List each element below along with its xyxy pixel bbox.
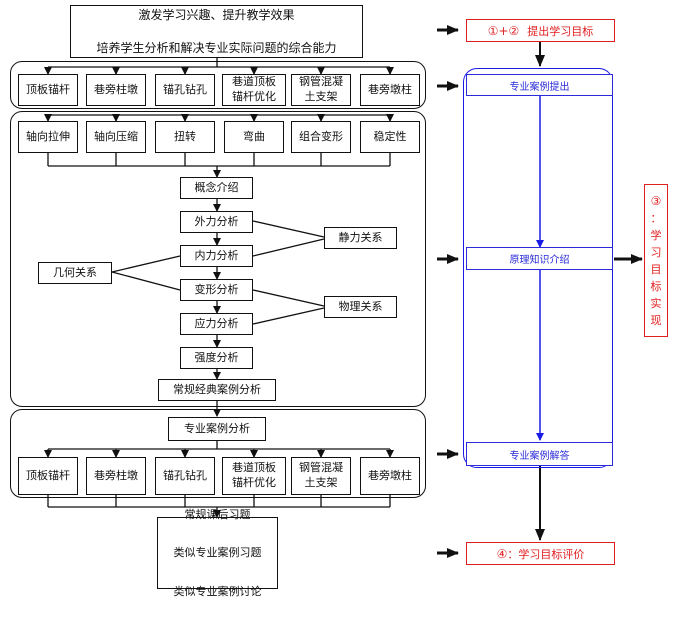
- intro-line-2: 培养学生分析和解决专业实际问题的综合能力: [96, 40, 337, 55]
- professional-group: [10, 409, 426, 498]
- homework-line-1: 常规课后习题: [184, 507, 251, 521]
- realize-char: 目: [650, 263, 662, 277]
- case-top-4: 巷道顶板 锚杆优化: [222, 74, 286, 106]
- learning-goal-box: ①+② 提出学习目标: [466, 19, 615, 42]
- realize-char: ：: [650, 212, 662, 226]
- theory-group: [10, 111, 426, 407]
- internal-force-box: 内力分析: [180, 245, 253, 267]
- case-top-6: 巷旁墩柱: [360, 74, 420, 106]
- step-case-raise: 专业案例提出: [466, 74, 613, 96]
- realize-char: 实: [650, 297, 662, 311]
- case-top-1: 顶板锚杆: [18, 74, 78, 106]
- intro-box: 激发学习兴趣、提升教学效果 培养学生分析和解决专业实际问题的综合能力: [70, 5, 363, 58]
- realize-char: 现: [650, 314, 662, 328]
- deformation-box: 变形分析: [180, 279, 253, 301]
- topic-2: 轴向压缩: [86, 121, 146, 153]
- stress-box: 应力分析: [180, 313, 253, 335]
- realize-char: 学: [650, 229, 662, 243]
- connector: [111, 255, 181, 273]
- physical-relation-box: 物理关系: [324, 296, 397, 318]
- realize-mark: ③: [650, 193, 662, 208]
- case-top-3: 锚孔钻孔: [155, 74, 215, 106]
- classic-case-box: 常规经典案例分析: [158, 379, 276, 401]
- connector: [252, 238, 325, 257]
- case-group-top: [10, 61, 426, 109]
- case-bottom-5: 钢管混凝 土支架: [291, 457, 351, 495]
- case-bottom-6: 巷旁墩柱: [360, 457, 420, 495]
- case-bottom-1: 顶板锚杆: [18, 457, 78, 495]
- topic-5: 组合变形: [291, 121, 351, 153]
- goal-evaluation-box: ④ ：学习目标评价: [466, 542, 615, 565]
- goal-marks: ①+②: [487, 23, 520, 38]
- step-case-solution: 专业案例解答: [466, 442, 613, 466]
- topic-4: 弯曲: [224, 121, 284, 153]
- topic-6: 稳定性: [360, 121, 420, 153]
- goal-text: 提出学习目标: [527, 24, 594, 38]
- eval-text: ：学习目标评价: [507, 547, 585, 561]
- connector: [252, 220, 325, 238]
- concept-box: 概念介绍: [180, 177, 253, 199]
- realize-char: 习: [650, 246, 662, 260]
- topic-1: 轴向拉伸: [18, 121, 78, 153]
- connector: [111, 271, 181, 291]
- external-force-box: 外力分析: [180, 211, 253, 233]
- eval-mark: ④: [496, 546, 508, 561]
- homework-line-3: 类似专业案例讨论: [173, 584, 262, 598]
- homework-line-2: 类似专业案例习题: [173, 546, 262, 560]
- topic-3: 扭转: [155, 121, 215, 153]
- connector-layer: [44, 25, 643, 558]
- case-top-5: 钢管混凝 土支架: [291, 74, 351, 106]
- connector: [252, 307, 325, 325]
- connector: [252, 289, 325, 307]
- geometry-relation-box: 几何关系: [38, 262, 112, 284]
- teaching-flowchart: 激发学习兴趣、提升教学效果 培养学生分析和解决专业实际问题的综合能力 顶板锚杆 …: [10, 5, 668, 598]
- professional-case-analysis-box: 专业案例分析: [168, 417, 266, 441]
- static-relation-box: 静力关系: [324, 227, 397, 249]
- homework-box: 常规课后习题 类似专业案例习题 类似专业案例讨论: [157, 508, 278, 598]
- strength-box: 强度分析: [180, 347, 253, 369]
- realize-char: 标: [650, 280, 662, 294]
- case-top-2: 巷旁柱墩: [86, 74, 146, 106]
- goal-realization-box: ③ ： 学 习 目 标 实 现: [644, 184, 668, 337]
- case-bottom-4: 巷道顶板 锚杆优化: [222, 457, 286, 495]
- case-bottom-2: 巷旁柱墩: [86, 457, 146, 495]
- step-principle: 原理知识介绍: [466, 247, 613, 270]
- intro-line-1: 激发学习兴趣、提升教学效果: [138, 8, 295, 23]
- case-bottom-3: 锚孔钻孔: [155, 457, 215, 495]
